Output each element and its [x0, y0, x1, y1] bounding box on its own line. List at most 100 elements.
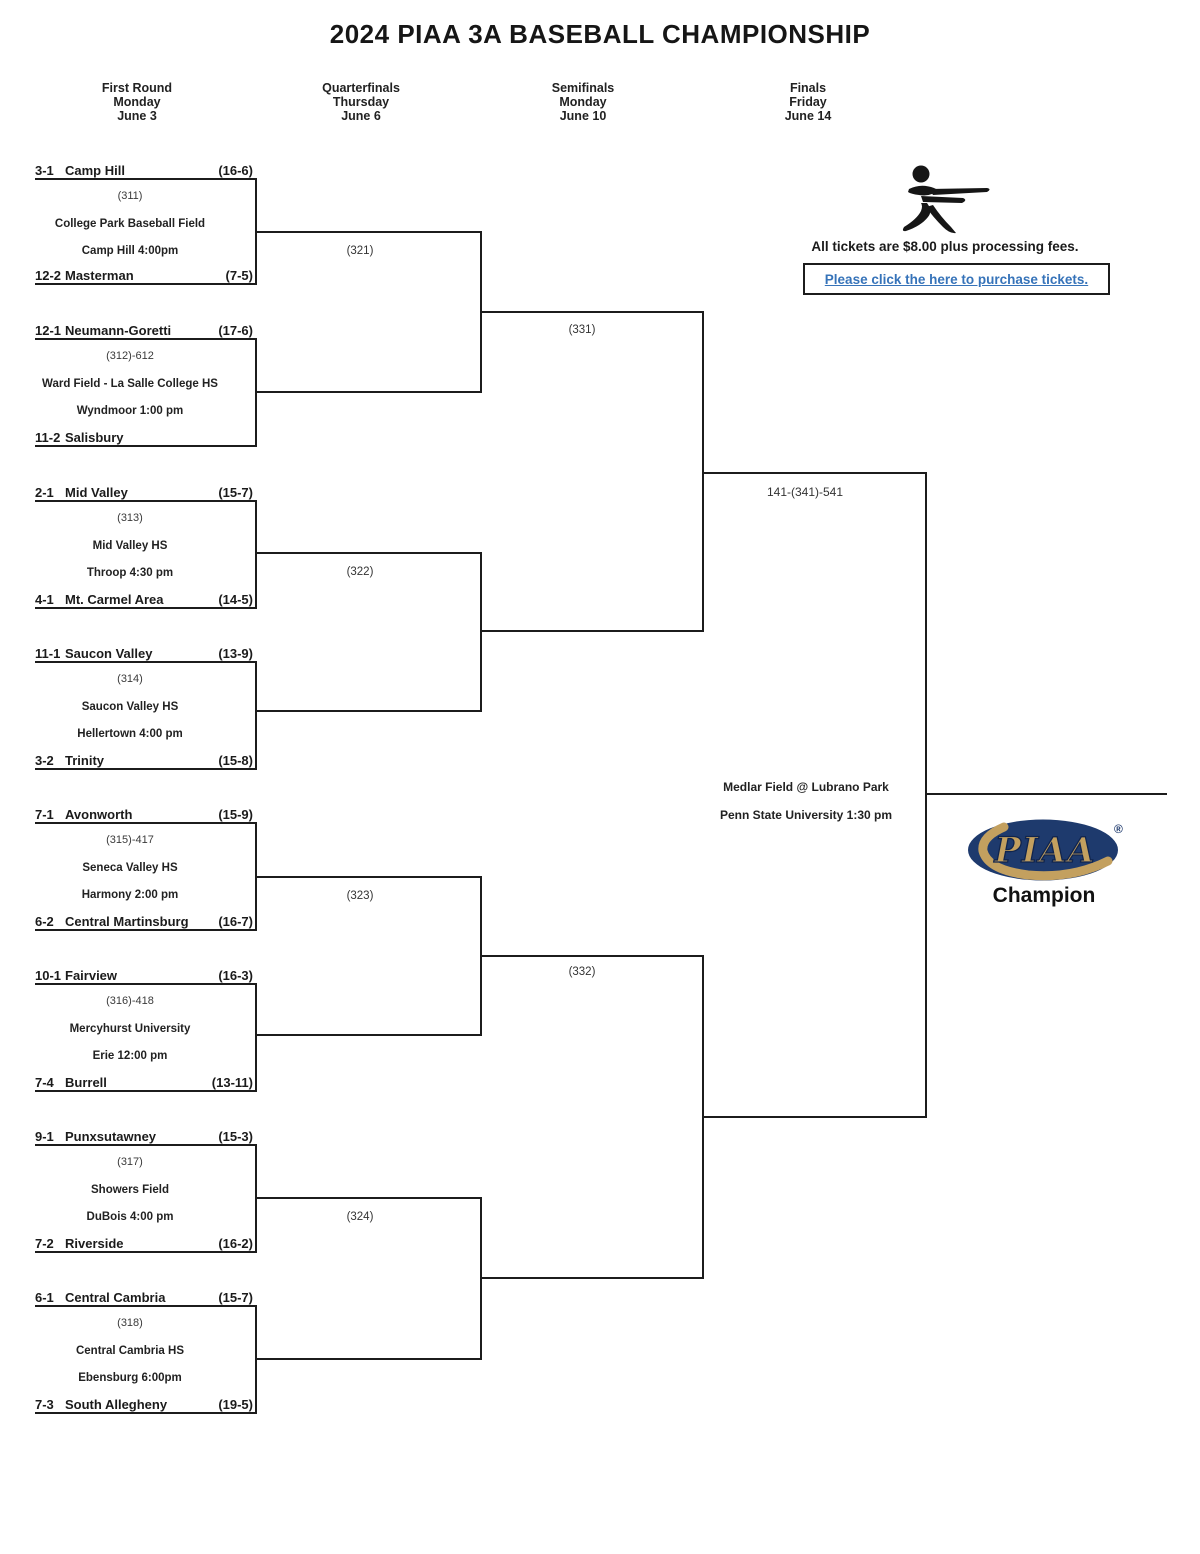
- team-row-avonworth: 7-1 Avonworth (15-9): [35, 805, 257, 824]
- team-row-masterman: 12-2 Masterman (7-5): [35, 266, 257, 285]
- team-record: (15-8): [218, 753, 253, 768]
- team-name: Mt. Carmel Area: [65, 592, 164, 607]
- bracket-line: [255, 1197, 482, 1199]
- team-row-riverside: 7-2 Riverside (16-2): [35, 1234, 257, 1253]
- team-seed: 6-2: [35, 914, 54, 929]
- final-game-label: 141-(341)-541: [766, 485, 844, 499]
- final-venue: Medlar Field @ Lubrano Park: [723, 780, 889, 794]
- bracket-line: [255, 876, 482, 878]
- game-number: (318): [117, 1317, 143, 1329]
- team-name: Avonworth: [65, 807, 133, 822]
- team-name: Salisbury: [65, 430, 124, 445]
- column-header-quarterfinals: Quarterfinals Thursday June 6: [281, 81, 441, 123]
- game-number: (313): [117, 512, 143, 524]
- team-row-salisbury: 11-2 Salisbury: [35, 428, 257, 447]
- team-name: Riverside: [65, 1236, 124, 1251]
- registered-mark: ®: [1114, 822, 1123, 836]
- team-row-camp-hill: 3-1 Camp Hill (16-6): [35, 161, 257, 180]
- team-row-central-cambria: 6-1 Central Cambria (15-7): [35, 1288, 257, 1307]
- team-name: Camp Hill: [65, 163, 125, 178]
- piaa-logo: PIAA ®: [968, 819, 1123, 881]
- game-number: (316)-418: [106, 995, 154, 1007]
- bracket-line: [702, 311, 704, 632]
- team-seed: 7-4: [35, 1075, 54, 1090]
- bracket-line: [480, 630, 704, 632]
- team-name: Saucon Valley: [65, 646, 153, 661]
- round-date: June 14: [784, 109, 832, 123]
- game-time: DuBois 4:00 pm: [86, 1211, 174, 1223]
- quarterfinal-game-label: (324): [346, 1211, 374, 1223]
- game-venue: Mid Valley HS: [92, 540, 168, 552]
- bracket-line: [255, 710, 482, 712]
- bracket-line: [255, 391, 482, 393]
- team-row-trinity: 3-2 Trinity (15-8): [35, 751, 257, 770]
- game-number: (312)-612: [106, 350, 154, 362]
- team-record: (15-3): [218, 1129, 253, 1144]
- game-time: Hellertown 4:00 pm: [77, 728, 183, 740]
- game-number: (311): [117, 190, 143, 202]
- team-record: (15-7): [218, 485, 253, 500]
- round-date: June 6: [341, 109, 381, 123]
- team-name: Neumann-Goretti: [65, 323, 172, 338]
- bracket-line: [702, 472, 927, 474]
- final-time: Penn State University 1:30 pm: [719, 808, 893, 822]
- baseball-batter-icon: [902, 165, 990, 234]
- game-time: Camp Hill 4:00pm: [81, 245, 179, 257]
- team-name: Central Cambria: [65, 1290, 166, 1305]
- round-name: First Round: [101, 81, 173, 95]
- column-header-semifinals: Semifinals Monday June 10: [503, 81, 663, 123]
- bracket-line: [255, 661, 257, 770]
- quarterfinal-game-label: (321): [346, 245, 374, 257]
- bracket-line: [480, 1277, 704, 1279]
- team-seed: 7-3: [35, 1397, 54, 1412]
- team-seed: 11-2: [35, 430, 61, 445]
- game-time: Harmony 2:00 pm: [81, 889, 179, 901]
- game-venue: Showers Field: [91, 1184, 169, 1196]
- game-number: (317): [117, 1156, 143, 1168]
- bracket-line: [255, 983, 257, 1092]
- team-record: (14-5): [218, 592, 253, 607]
- team-row-mid-valley: 2-1 Mid Valley (15-7): [35, 483, 257, 502]
- team-record: (17-6): [218, 323, 253, 338]
- game-venue: Saucon Valley HS: [81, 701, 179, 713]
- team-record: (15-7): [218, 1290, 253, 1305]
- team-row-neumann-goretti: 12-1 Neumann-Goretti (17-6): [35, 321, 257, 340]
- bracket-line: [925, 472, 927, 1118]
- bracket-line: [480, 955, 704, 957]
- game-number: (314): [117, 673, 143, 685]
- team-record: (19-5): [218, 1397, 253, 1412]
- game-venue: Seneca Valley HS: [82, 862, 178, 874]
- team-name: Masterman: [65, 268, 134, 283]
- team-seed: 3-1: [35, 163, 54, 178]
- team-seed: 11-1: [35, 646, 61, 661]
- team-seed: 6-1: [35, 1290, 54, 1305]
- game-venue: Mercyhurst University: [69, 1023, 191, 1035]
- bracket-line: [255, 1358, 482, 1360]
- team-name: South Allegheny: [65, 1397, 168, 1412]
- round-day: Friday: [789, 95, 827, 109]
- quarterfinal-game-label: (322): [346, 566, 374, 578]
- purchase-tickets-link[interactable]: Please click the here to purchase ticket…: [824, 271, 1089, 287]
- game-venue: Central Cambria HS: [75, 1345, 184, 1357]
- round-date: June 10: [559, 109, 607, 123]
- team-record: (15-9): [218, 807, 253, 822]
- game-number: (315)-417: [106, 834, 154, 846]
- team-seed: 7-2: [35, 1236, 54, 1251]
- round-date: June 3: [117, 109, 157, 123]
- team-row-south-allegheny: 7-3 South Allegheny (19-5): [35, 1395, 257, 1414]
- team-row-punxsutawney: 9-1 Punxsutawney (15-3): [35, 1127, 257, 1146]
- round-day: Monday: [113, 95, 161, 109]
- team-row-fairview: 10-1 Fairview (16-3): [35, 966, 257, 985]
- bracket-line: [255, 1034, 482, 1036]
- round-name: Quarterfinals: [322, 81, 400, 95]
- quarterfinal-game-label: (323): [346, 890, 374, 902]
- game-time: Erie 12:00 pm: [92, 1050, 168, 1062]
- semifinal-game-label: (332): [568, 966, 596, 978]
- bracket-line: [255, 231, 482, 233]
- team-record: (13-9): [218, 646, 253, 661]
- bracket-line: [480, 311, 704, 313]
- bracket-line: [255, 500, 257, 609]
- round-name: Semifinals: [551, 81, 615, 95]
- bracket-line: [480, 552, 482, 712]
